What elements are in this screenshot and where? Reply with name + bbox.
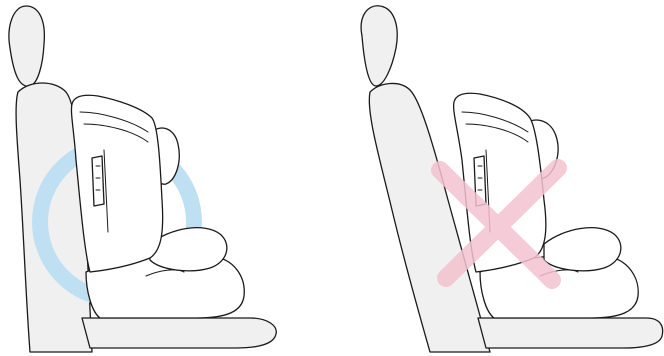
vehicle-cushion bbox=[82, 318, 276, 348]
panel-incorrect bbox=[361, 6, 663, 352]
panel-correct bbox=[9, 6, 276, 352]
vehicle-cushion bbox=[478, 318, 663, 348]
child-seat-shell bbox=[71, 95, 162, 272]
vehicle-headrest bbox=[9, 6, 44, 86]
belt-guide bbox=[92, 156, 104, 206]
vehicle-headrest bbox=[361, 6, 397, 86]
child-seat-wing bbox=[544, 228, 621, 271]
